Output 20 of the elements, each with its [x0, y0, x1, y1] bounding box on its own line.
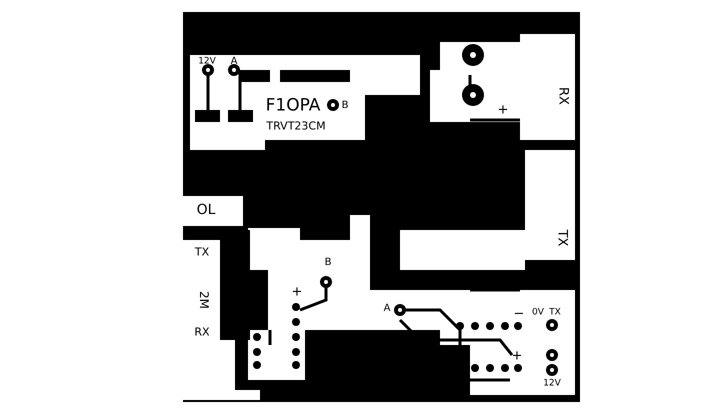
port-label: RX [194, 326, 210, 338]
pad-label: B [324, 258, 332, 268]
port-label: 2M [198, 291, 210, 309]
port-label: RX [556, 87, 570, 105]
pad-label: 0V [532, 308, 544, 318]
port-label: TX [556, 230, 568, 246]
port-label: TX [549, 308, 561, 318]
polarity-sign: − [514, 308, 524, 320]
polarity-sign: + [498, 104, 508, 116]
pad-label: 12V [198, 58, 216, 66]
board-title: F1OPA [266, 98, 320, 114]
pad-label: 12V [543, 380, 561, 388]
pad-label: A [230, 57, 238, 67]
board-subtitle: TRVT23CM [266, 120, 326, 132]
port-label: OL [196, 203, 216, 217]
polarity-sign: + [292, 286, 302, 298]
port-label: TX [194, 246, 210, 258]
polarity-sign: + [512, 350, 522, 362]
pad-label: A [384, 304, 390, 314]
pad-label: B [342, 101, 348, 111]
